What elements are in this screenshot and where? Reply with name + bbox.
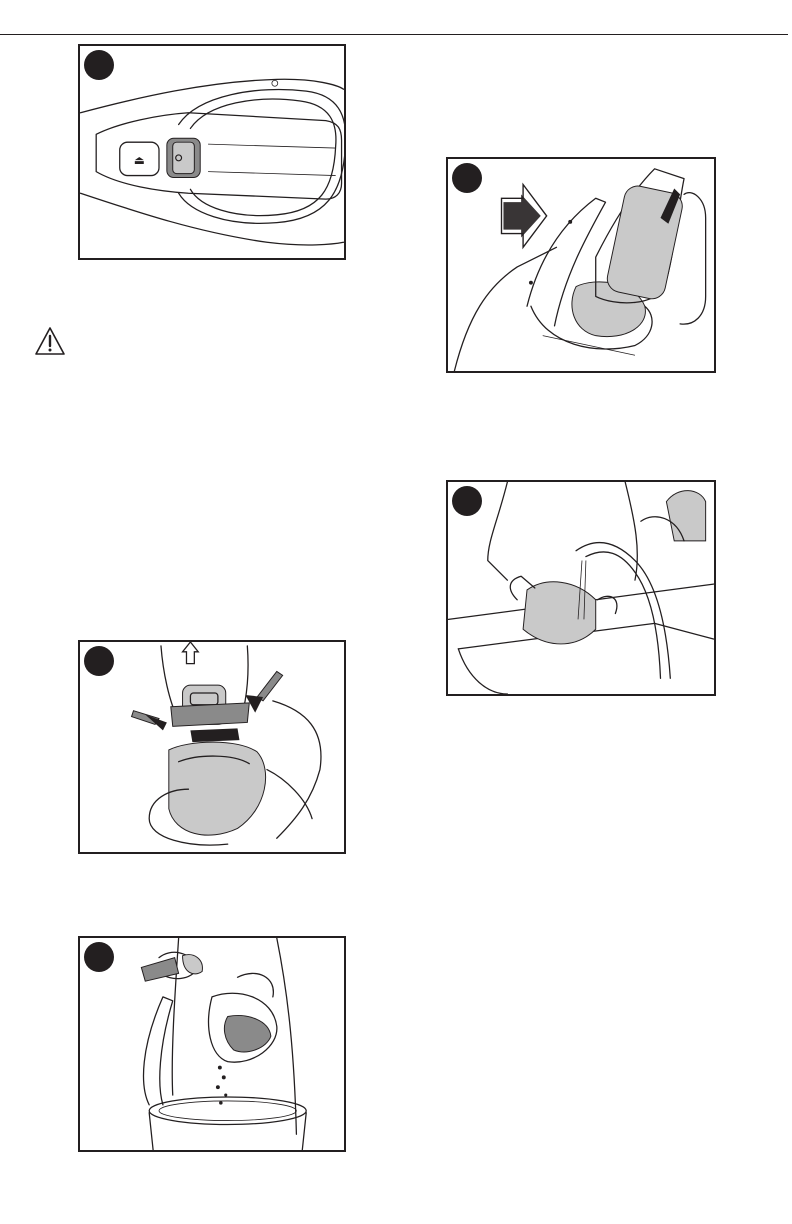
bowl-release-illustration xyxy=(80,642,344,852)
step-badge-icon xyxy=(452,486,482,516)
warning-triangle-icon xyxy=(34,326,66,356)
step-badge-icon xyxy=(84,50,114,80)
step-badge-icon xyxy=(84,646,114,676)
fig-release-bowl xyxy=(78,640,346,854)
emptying-illustration xyxy=(80,938,344,1150)
top-rule xyxy=(0,34,788,35)
fig-power-switch: ⏏ xyxy=(78,44,346,260)
handvac-top-illustration: ⏏ xyxy=(80,46,344,258)
filter-removal-illustration xyxy=(448,159,714,371)
step-badge-icon xyxy=(84,942,114,972)
step-badge-icon xyxy=(452,163,482,193)
svg-text:⏏: ⏏ xyxy=(134,153,145,167)
washing-illustration xyxy=(448,482,714,694)
direction-arrow-icon xyxy=(183,642,199,664)
fig-remove-filter xyxy=(446,157,716,373)
fig-wash-bowl xyxy=(446,480,716,696)
fig-empty-bowl xyxy=(78,936,346,1152)
